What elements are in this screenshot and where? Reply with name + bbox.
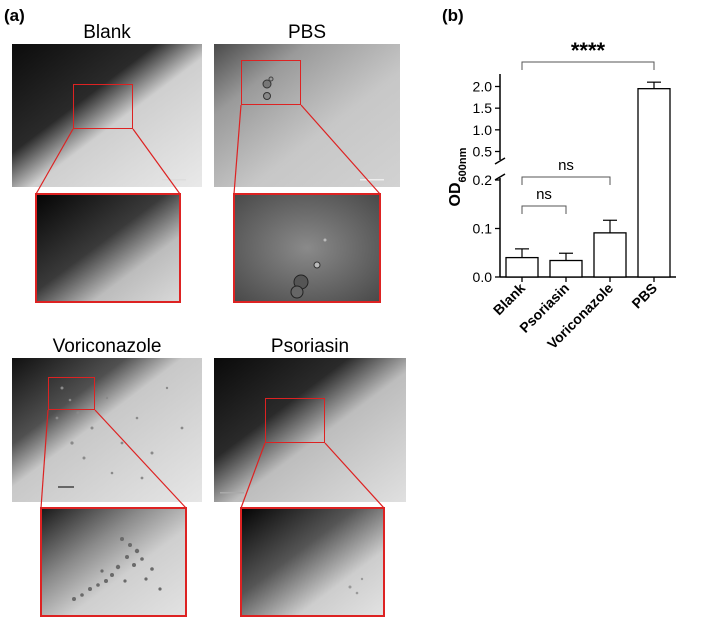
- zoom-inset-psoriasin: [240, 507, 385, 617]
- y-tick-label: 0.1: [473, 221, 493, 237]
- significance-bracket: [521, 205, 567, 214]
- y-tick-label: 1.5: [473, 100, 493, 116]
- zoom-inset-blank: [35, 193, 181, 303]
- y-tick-label: 0.5: [473, 144, 493, 160]
- roi-box-psoriasin: [265, 398, 325, 443]
- significance-bracket: [521, 176, 611, 185]
- micrograph-blank: [12, 44, 202, 187]
- bar-pbs: [637, 88, 671, 278]
- image-title-pbs: PBS: [287, 22, 327, 43]
- roi-box-blank: [73, 84, 133, 129]
- zoom-connector-lines: [35, 104, 385, 509]
- axis-break-mark: [494, 157, 506, 165]
- roi-box-voriconazole: [48, 377, 95, 410]
- x-tick-label: Blank: [490, 280, 528, 318]
- bar-blank: [505, 256, 539, 278]
- y-tick-label: 0.0: [473, 269, 493, 285]
- micrograph-psoriasin: [214, 358, 406, 502]
- x-tick-label: PBS: [628, 280, 660, 312]
- image-title-blank: Blank: [83, 22, 131, 43]
- zoom-inset-pbs: [233, 193, 381, 303]
- y-axis-label: OD600nm: [447, 147, 469, 206]
- significance-label: ns: [536, 186, 552, 203]
- y-tick-label: 0.2: [473, 172, 493, 188]
- axis-break-mark: [494, 173, 506, 181]
- bar-voriconazole: [593, 232, 627, 278]
- bar-psoriasin: [549, 259, 583, 278]
- image-title-voriconazole: Voriconazole: [52, 336, 162, 357]
- y-tick-label: 1.0: [473, 122, 493, 138]
- roi-box-pbs: [241, 60, 301, 105]
- significance-label: ns: [558, 157, 574, 174]
- y-tick-label: 2.0: [473, 79, 493, 95]
- significance-label: ****: [571, 38, 606, 63]
- panel-a-label: (a): [4, 6, 25, 25]
- image-title-psoriasin: Psoriasin: [270, 336, 350, 357]
- significance-bracket: [521, 61, 655, 70]
- micrograph-pbs: [214, 44, 400, 187]
- bar-chart: 0.00.10.20.51.01.52.0OD600nmBlankPsorias…: [447, 38, 676, 352]
- zoom-inset-voriconazole: [40, 507, 187, 617]
- panel-b-label: (b): [442, 6, 464, 25]
